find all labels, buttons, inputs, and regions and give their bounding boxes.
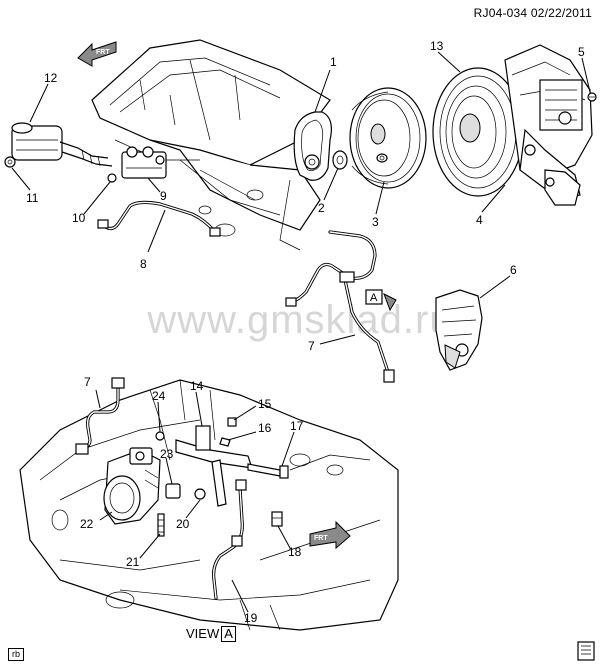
callout-20: 20 [176, 517, 190, 531]
callout-3: 3 [372, 215, 379, 229]
callout-labels: 1 2 3 4 5 6 7 7 8 9 10 11 12 13 14 15 16… [26, 39, 585, 625]
callout-16: 16 [258, 421, 272, 435]
svg-text:FRT: FRT [96, 49, 110, 56]
callout-2: 2 [318, 201, 325, 215]
svg-text:A: A [370, 292, 378, 304]
part-5-bolt [587, 92, 597, 102]
callout-1: 1 [330, 55, 337, 69]
callout-6: 6 [510, 263, 517, 277]
part-10-fitting [107, 173, 117, 183]
callout-13: 13 [430, 39, 444, 53]
callout-5: 5 [578, 45, 585, 59]
part-17-bolt [247, 463, 289, 479]
callout-10: 10 [72, 211, 86, 225]
part-3-booster [349, 87, 427, 189]
callout-8: 8 [140, 257, 147, 271]
view-a-marker: A [365, 289, 397, 312]
callout-21: 21 [126, 555, 140, 569]
part-8-brake-line [97, 200, 221, 237]
part-11-cap [4, 156, 16, 168]
part-24-washer [155, 431, 165, 441]
part-22-vacuum-pump [103, 447, 161, 525]
callout-14: 14 [190, 379, 204, 393]
body-panel-structure [91, 39, 331, 251]
part-21-stud [157, 513, 165, 537]
callout-23: 23 [160, 447, 174, 461]
callout-15: 15 [258, 397, 272, 411]
document-icon [577, 641, 595, 661]
callout-4: 4 [476, 213, 483, 227]
callout-11: 11 [26, 191, 39, 205]
callout-9: 9 [160, 189, 167, 203]
part-12-reservoir [11, 122, 113, 167]
diagram-reference-code: RJ04-034 02/22/2011 [473, 6, 592, 20]
leader-lines [11, 51, 591, 613]
part-9-valve-block [121, 146, 167, 179]
front-arrow-bottom: FRT [309, 520, 351, 550]
view-label-letter: A [221, 626, 236, 642]
watermark: www.gmsklad.ru [147, 298, 453, 342]
part-23-isolator [165, 483, 181, 499]
part-6-caliper [435, 289, 483, 371]
callout-17: 17 [290, 419, 304, 433]
svg-text:FRT: FRT [314, 535, 328, 542]
part-1-gasket [293, 111, 332, 181]
callout-12: 12 [44, 71, 58, 85]
part-7-hose-upper [285, 230, 395, 383]
callout-7-upper: 7 [308, 339, 315, 353]
callout-19: 19 [244, 611, 258, 625]
callout-24: 24 [152, 389, 166, 403]
callout-7-lower: 7 [84, 375, 91, 389]
part-2-seal [332, 150, 348, 170]
part-13-brake-module [432, 44, 593, 206]
front-arrow-top: FRT [77, 41, 117, 67]
author-initials: rb [8, 648, 25, 661]
callout-18: 18 [288, 545, 302, 559]
view-label-text: VIEW [186, 626, 220, 641]
part-7-hose-lower [75, 377, 125, 455]
part-19-hose [212, 479, 247, 600]
part-14-bracket [175, 425, 253, 507]
callout-22: 22 [80, 517, 94, 531]
part-20-nut [194, 488, 206, 500]
part-16-bolt [219, 437, 231, 447]
part-18-clip [271, 511, 283, 527]
lower-body-structure [19, 379, 399, 631]
part-15-clip [227, 417, 237, 427]
